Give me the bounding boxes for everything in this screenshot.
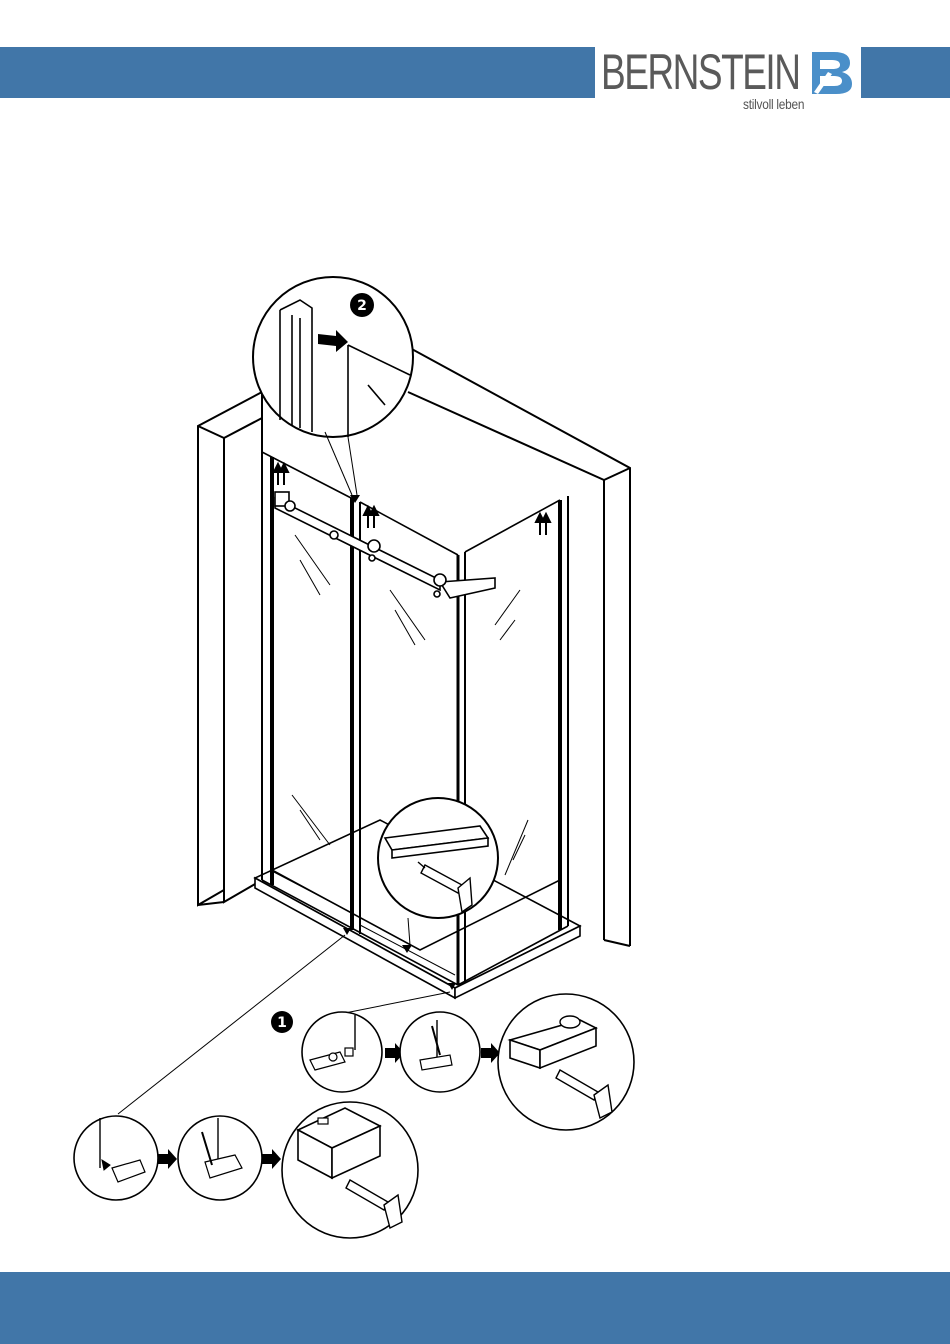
arrow-right-icon <box>481 1043 500 1063</box>
step-badge-1: 1 <box>271 1011 293 1033</box>
arrow-right-icon <box>158 1149 177 1169</box>
svg-text:2: 2 <box>357 298 367 314</box>
detail-circle-top <box>253 277 413 495</box>
step-badge-2: 2 <box>350 293 374 317</box>
svg-text:1: 1 <box>277 1015 287 1031</box>
sliding-bar <box>275 492 495 598</box>
step1-lower-sequence <box>74 1102 418 1238</box>
wall-left <box>198 392 262 905</box>
arrow-right-icon <box>262 1149 281 1169</box>
